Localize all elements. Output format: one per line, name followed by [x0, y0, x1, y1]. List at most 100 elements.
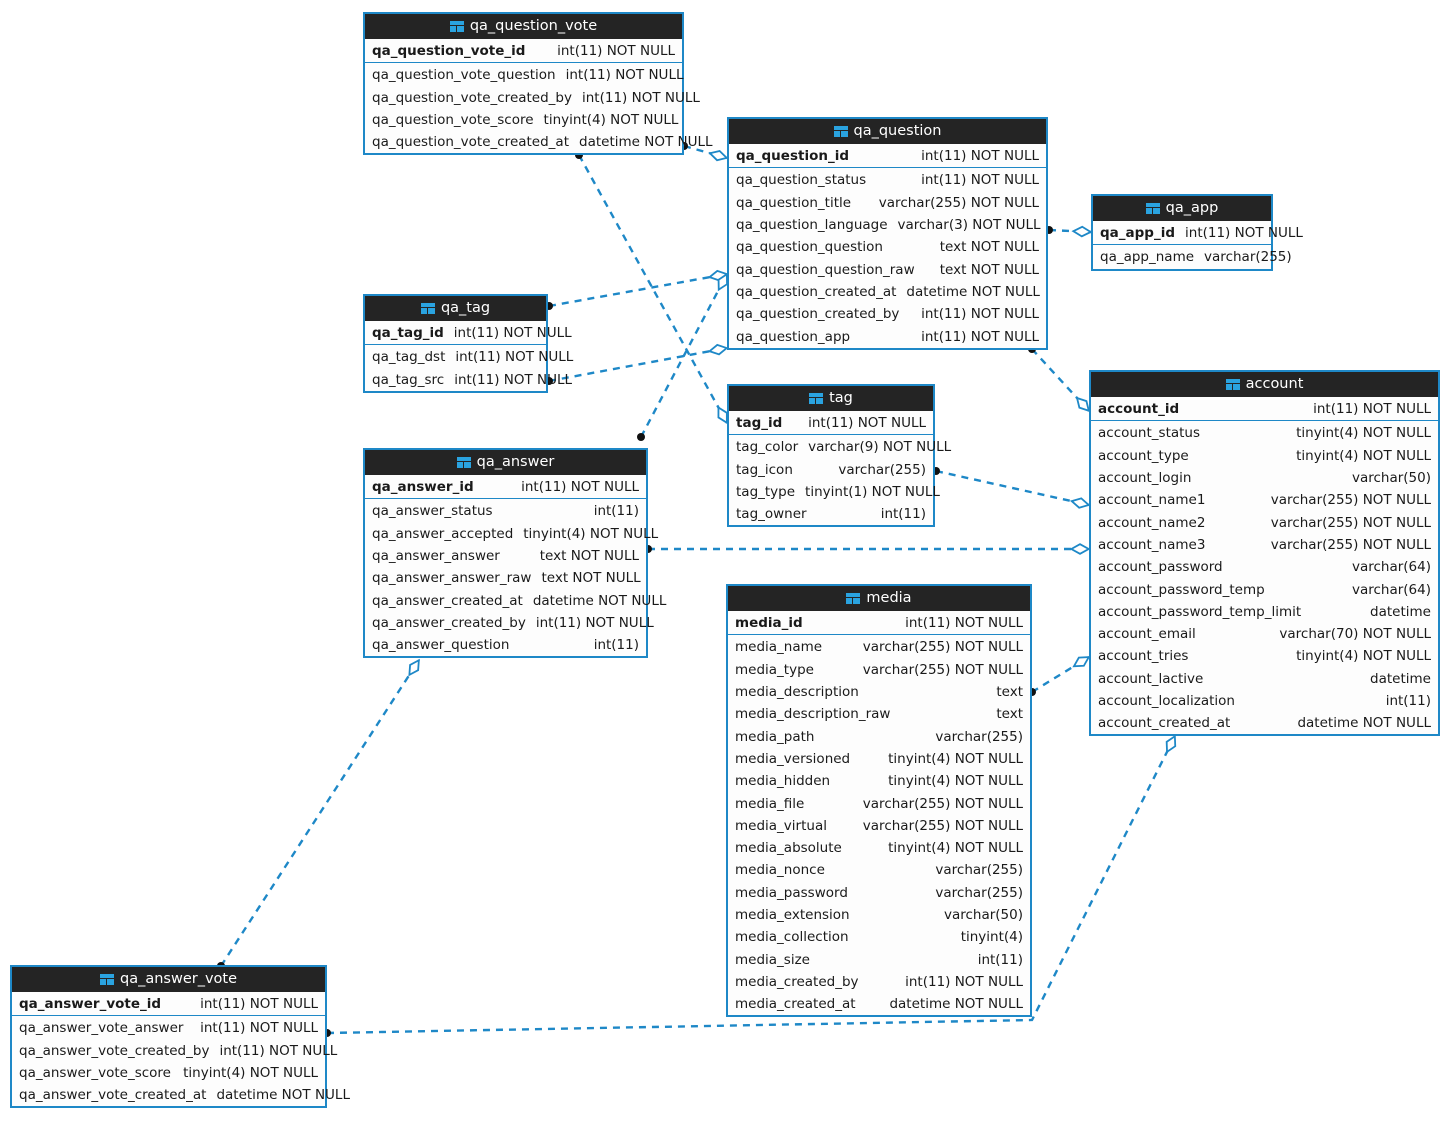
- relationship-target-marker: [1069, 497, 1091, 509]
- column-name: media_file: [735, 795, 805, 812]
- column-name: qa_answer_status: [372, 503, 493, 520]
- column-type: text NOT NULL: [539, 548, 639, 565]
- relationship-source-marker: [637, 433, 645, 441]
- column-name: qa_answer_id: [372, 479, 474, 496]
- column-row[interactable]: qa_answer_status int(11): [365, 500, 646, 522]
- column-name: media_created_by: [735, 973, 859, 990]
- relationship-qa_answer-to-qa_question: [637, 272, 729, 441]
- column-type: varchar(255) NOT NULL: [862, 639, 1023, 656]
- column-name: media_description: [735, 684, 859, 701]
- column-row[interactable]: account_tries tinyint(4) NOT NULL: [1091, 645, 1438, 667]
- column-row[interactable]: media_description text: [728, 681, 1030, 703]
- column-name: qa_tag_src: [372, 371, 445, 388]
- table-header-account: account: [1091, 372, 1438, 397]
- column-name: account_tries: [1098, 648, 1189, 665]
- column-type: int(11) NOT NULL: [535, 614, 654, 631]
- column-type: text: [996, 684, 1023, 701]
- column-type: int(11): [593, 503, 639, 520]
- column-type: varchar(255): [935, 728, 1023, 745]
- column-type: tinyint(4) NOT NULL: [1296, 648, 1431, 665]
- column-name: qa_answer_vote_created_by: [19, 1042, 210, 1059]
- column-type: int(11) NOT NULL: [200, 1020, 318, 1037]
